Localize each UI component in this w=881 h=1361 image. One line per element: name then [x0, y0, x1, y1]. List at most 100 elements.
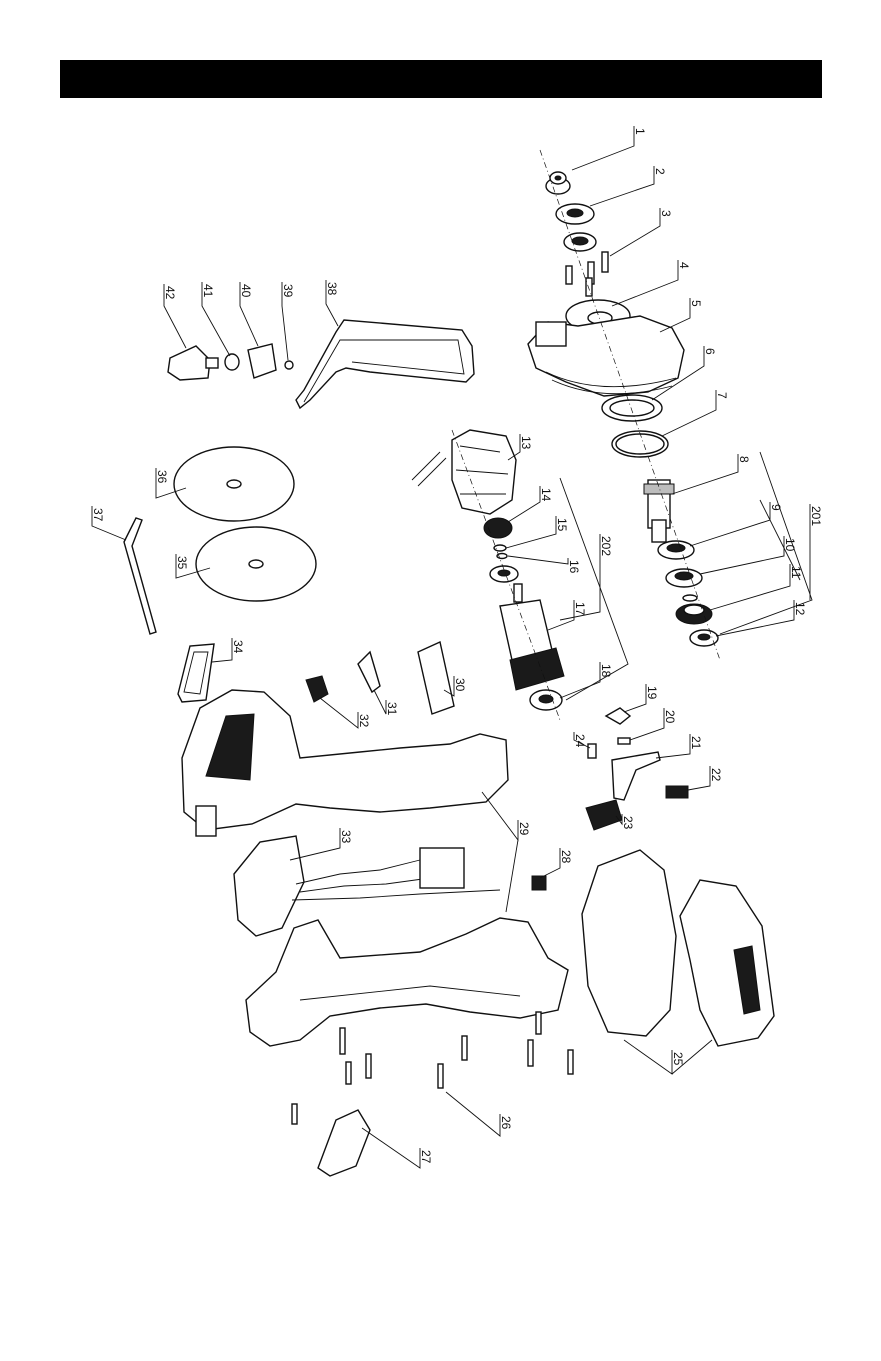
callout-label-201: 201 — [809, 506, 823, 526]
callout-leader-31 — [374, 690, 386, 714]
callout-26: 26 — [446, 1092, 513, 1136]
callout-4: 4 — [612, 260, 691, 306]
callout-2: 2 — [590, 166, 667, 206]
callout-label-18: 18 — [599, 664, 613, 678]
part-housing-lower — [246, 918, 568, 1046]
callout-32: 32 — [320, 698, 371, 728]
part-rotor — [500, 584, 564, 690]
callout-leader-34 — [212, 638, 232, 662]
part-housing-screws — [292, 1012, 573, 1124]
callout-label-20: 20 — [663, 710, 677, 724]
part-lock-button — [588, 744, 596, 758]
callout-label-202: 202 — [599, 536, 613, 556]
callout-label-1: 1 — [633, 128, 647, 135]
callout-label-14: 14 — [539, 488, 553, 502]
part-o-ring — [612, 431, 668, 457]
callout-leader-25 — [624, 1040, 712, 1074]
callout-29: 29 — [482, 792, 531, 912]
callout-label-29: 29 — [517, 822, 531, 836]
callout-leader-22 — [688, 766, 710, 790]
part-switch-slider — [586, 800, 622, 830]
callout-leader-2 — [590, 166, 654, 206]
callout-18: 18 — [560, 662, 613, 698]
callout-leader-4 — [612, 260, 678, 306]
part-flange-nut — [546, 172, 570, 194]
callout-31: 31 — [374, 690, 399, 716]
callout-19: 19 — [624, 684, 659, 712]
callout-41: 41 — [201, 282, 230, 356]
callout-leader-29 — [482, 792, 518, 912]
callout-label-6: 6 — [703, 348, 717, 355]
part-hex-wrench — [124, 518, 156, 634]
callout-label-42: 42 — [163, 286, 177, 300]
part-housing-upper — [182, 690, 508, 836]
callout-label-37: 37 — [91, 508, 105, 522]
callout-leader-21 — [656, 734, 690, 758]
callout-25: 25 — [624, 1040, 712, 1074]
callout-label-25: 25 — [671, 1052, 685, 1066]
callout-24: 24 — [573, 732, 590, 748]
callout-38: 38 — [325, 280, 339, 326]
callout-leader-27 — [362, 1128, 420, 1168]
callout-leader-28 — [540, 848, 560, 878]
callout-3: 3 — [610, 208, 673, 256]
part-bearing-upper — [658, 541, 694, 559]
part-bearing-middle — [666, 569, 702, 587]
part-lock-spring — [606, 708, 630, 724]
part-bracket — [306, 676, 328, 702]
callout-label-12: 12 — [793, 602, 807, 616]
callout-14: 14 — [508, 486, 553, 522]
callout-leader-15 — [506, 516, 556, 548]
part-spindle — [644, 480, 674, 542]
callout-label-27: 27 — [419, 1150, 433, 1164]
callout-1: 1 — [572, 126, 647, 170]
callout-leader-10 — [700, 536, 784, 574]
part-connector — [532, 876, 546, 890]
callout-label-41: 41 — [201, 284, 215, 298]
part-handle-knob — [168, 346, 218, 380]
callout-11: 11 — [710, 564, 803, 610]
part-clamp — [248, 344, 276, 378]
callout-label-10: 10 — [783, 538, 797, 552]
part-disc-small — [196, 527, 316, 601]
callout-label-28: 28 — [559, 850, 573, 864]
callout-leader-32 — [320, 698, 358, 728]
callout-leader-26 — [446, 1092, 500, 1136]
part-guard-screws — [566, 252, 608, 296]
callout-201: 201 — [809, 504, 823, 600]
callout-label-36: 36 — [155, 470, 169, 484]
part-inner-flange — [564, 233, 596, 251]
callout-label-4: 4 — [677, 262, 691, 269]
callout-label-22: 22 — [709, 768, 723, 782]
part-battery-gasket — [178, 644, 214, 702]
callout-16: 16 — [508, 556, 581, 574]
part-motor-bearing — [490, 566, 518, 582]
callout-21: 21 — [656, 734, 703, 758]
part-stator — [412, 430, 516, 514]
part-plate — [358, 652, 380, 692]
callout-leader-12 — [716, 600, 794, 636]
callout-label-26: 26 — [499, 1116, 513, 1130]
callout-label-19: 19 — [645, 686, 659, 700]
callout-40: 40 — [239, 282, 258, 346]
callout-20: 20 — [630, 708, 677, 740]
callout-10: 10 — [700, 536, 797, 574]
callout-leader-7 — [662, 390, 716, 436]
callout-label-38: 38 — [325, 282, 339, 296]
callout-label-3: 3 — [659, 210, 673, 217]
callout-label-30: 30 — [453, 678, 467, 692]
callout-leader-18 — [560, 662, 600, 698]
callout-15: 15 — [506, 516, 569, 548]
callout-label-40: 40 — [239, 284, 253, 298]
part-lever — [612, 752, 660, 800]
callout-label-34: 34 — [231, 640, 245, 654]
callout-7: 7 — [662, 390, 729, 436]
callout-label-15: 15 — [555, 518, 569, 532]
callout-label-8: 8 — [737, 456, 751, 463]
callout-leader-20 — [630, 708, 664, 740]
callout-label-33: 33 — [339, 830, 353, 844]
part-spring — [666, 786, 688, 798]
callout-label-5: 5 — [689, 300, 703, 307]
callout-22: 22 — [688, 766, 723, 790]
callout-label-24: 24 — [573, 734, 587, 748]
